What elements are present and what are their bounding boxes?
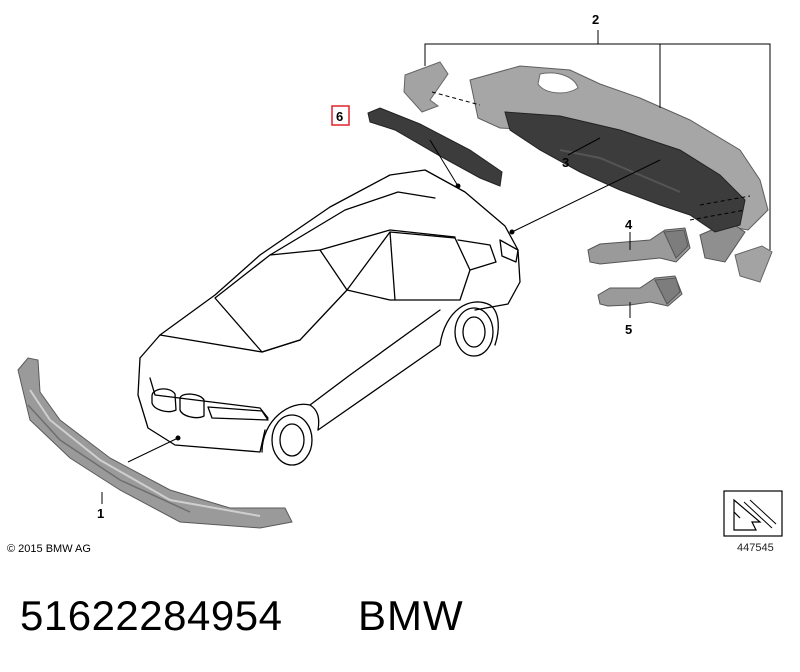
callout-3[interactable]: 3 (562, 155, 569, 170)
part-diffuser-insert[interactable] (504, 111, 746, 233)
copyright-notice: © 2015 BMW AG (7, 543, 91, 555)
callout-6-highlight-box (331, 105, 350, 126)
callout-6[interactable]: 6 (336, 109, 343, 124)
diagram-number: 447545 (737, 542, 774, 554)
part-number: 51622284954 (20, 592, 283, 639)
callout-5[interactable]: 5 (625, 322, 632, 337)
leader-lines (101, 30, 771, 504)
part-tailpipe-upper[interactable] (587, 227, 691, 265)
callout-labels: 1 2 3 4 5 6 (97, 12, 633, 521)
car-outline (137, 169, 521, 466)
brand-name: BMW (358, 592, 464, 639)
diagonal-arrow-icon[interactable] (723, 490, 783, 537)
callout-4[interactable]: 4 (625, 217, 633, 232)
part-roof-spoiler[interactable] (367, 107, 503, 187)
callout-1[interactable]: 1 (97, 506, 104, 521)
callout-2[interactable]: 2 (592, 12, 599, 27)
part-tailpipe-lower[interactable] (597, 275, 683, 307)
part-front-splitter[interactable] (17, 357, 293, 529)
